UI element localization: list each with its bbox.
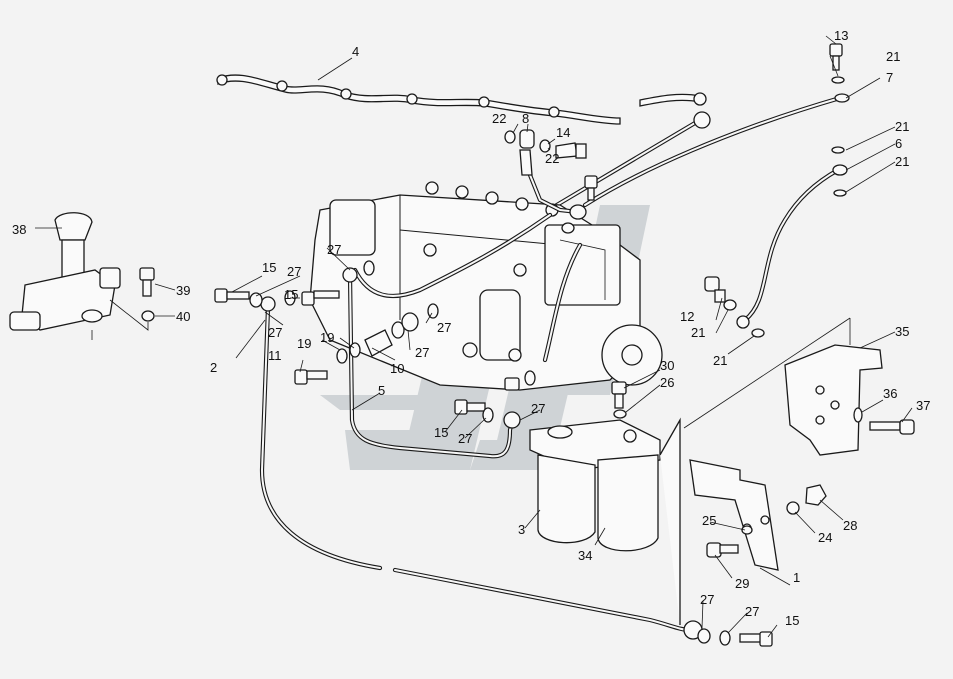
callout-3: 3 xyxy=(518,522,525,537)
callout-27: 27 xyxy=(745,604,759,619)
callout-21: 21 xyxy=(691,325,705,340)
callout-25: 25 xyxy=(702,513,716,528)
callout-8: 8 xyxy=(522,111,529,126)
callout-27: 27 xyxy=(437,320,451,335)
callout-27: 27 xyxy=(287,264,301,279)
callout-27: 27 xyxy=(458,431,472,446)
callout-35: 35 xyxy=(895,324,909,339)
callout-39: 39 xyxy=(176,283,190,298)
callout-11: 11 xyxy=(268,348,282,363)
callout-26: 26 xyxy=(660,375,674,390)
pump-fuel-lines xyxy=(352,172,583,363)
callout-29: 29 xyxy=(735,576,749,591)
callout-40: 40 xyxy=(176,309,190,324)
part-6-pipe xyxy=(736,164,848,329)
callout-27: 27 xyxy=(415,345,429,360)
callout-4: 4 xyxy=(352,44,359,59)
callout-10: 10 xyxy=(390,361,404,376)
callout-15: 15 xyxy=(262,260,276,275)
callout-labels: 13 21 7 4 22 8 14 22 21 6 21 38 39 40 15… xyxy=(12,28,930,628)
callout-6: 6 xyxy=(895,136,902,151)
callout-22: 22 xyxy=(492,111,506,126)
part-4-gasket-strip xyxy=(216,74,707,125)
callout-30: 30 xyxy=(660,358,674,373)
callout-19: 19 xyxy=(320,330,334,345)
callout-34: 34 xyxy=(578,548,592,563)
leader-lines xyxy=(35,35,913,638)
fasteners xyxy=(139,43,915,647)
callout-19: 19 xyxy=(297,336,311,351)
part-2-pipe xyxy=(259,296,703,640)
callout-15: 15 xyxy=(284,287,298,302)
callout-15: 15 xyxy=(785,613,799,628)
callout-24: 24 xyxy=(818,530,832,545)
callout-21: 21 xyxy=(886,49,900,64)
callout-27: 27 xyxy=(700,592,714,607)
callout-12: 12 xyxy=(680,309,694,324)
callout-2: 2 xyxy=(210,360,217,375)
part-7-return-pipe xyxy=(537,93,850,218)
callout-36: 36 xyxy=(883,386,897,401)
part-5-pipe xyxy=(342,267,521,459)
callout-5: 5 xyxy=(378,383,385,398)
part-35-bracket xyxy=(784,344,883,456)
callout-15: 15 xyxy=(434,425,448,440)
callout-27: 27 xyxy=(327,242,341,257)
callout-13: 13 xyxy=(834,28,848,43)
callout-22: 22 xyxy=(545,151,559,166)
callout-1: 1 xyxy=(793,570,800,585)
callout-21: 21 xyxy=(895,154,909,169)
injection-pump-body xyxy=(309,181,663,391)
part-38-hand-primer xyxy=(9,212,121,331)
callout-7: 7 xyxy=(886,70,893,85)
callout-37: 37 xyxy=(916,398,930,413)
callout-27: 27 xyxy=(268,325,282,340)
fuel-filter-assembly xyxy=(529,417,681,625)
callout-14: 14 xyxy=(556,125,570,140)
callout-21: 21 xyxy=(713,353,727,368)
callout-28: 28 xyxy=(843,518,857,533)
callout-38: 38 xyxy=(12,222,26,237)
callout-27: 27 xyxy=(531,401,545,416)
callout-21: 21 xyxy=(895,119,909,134)
